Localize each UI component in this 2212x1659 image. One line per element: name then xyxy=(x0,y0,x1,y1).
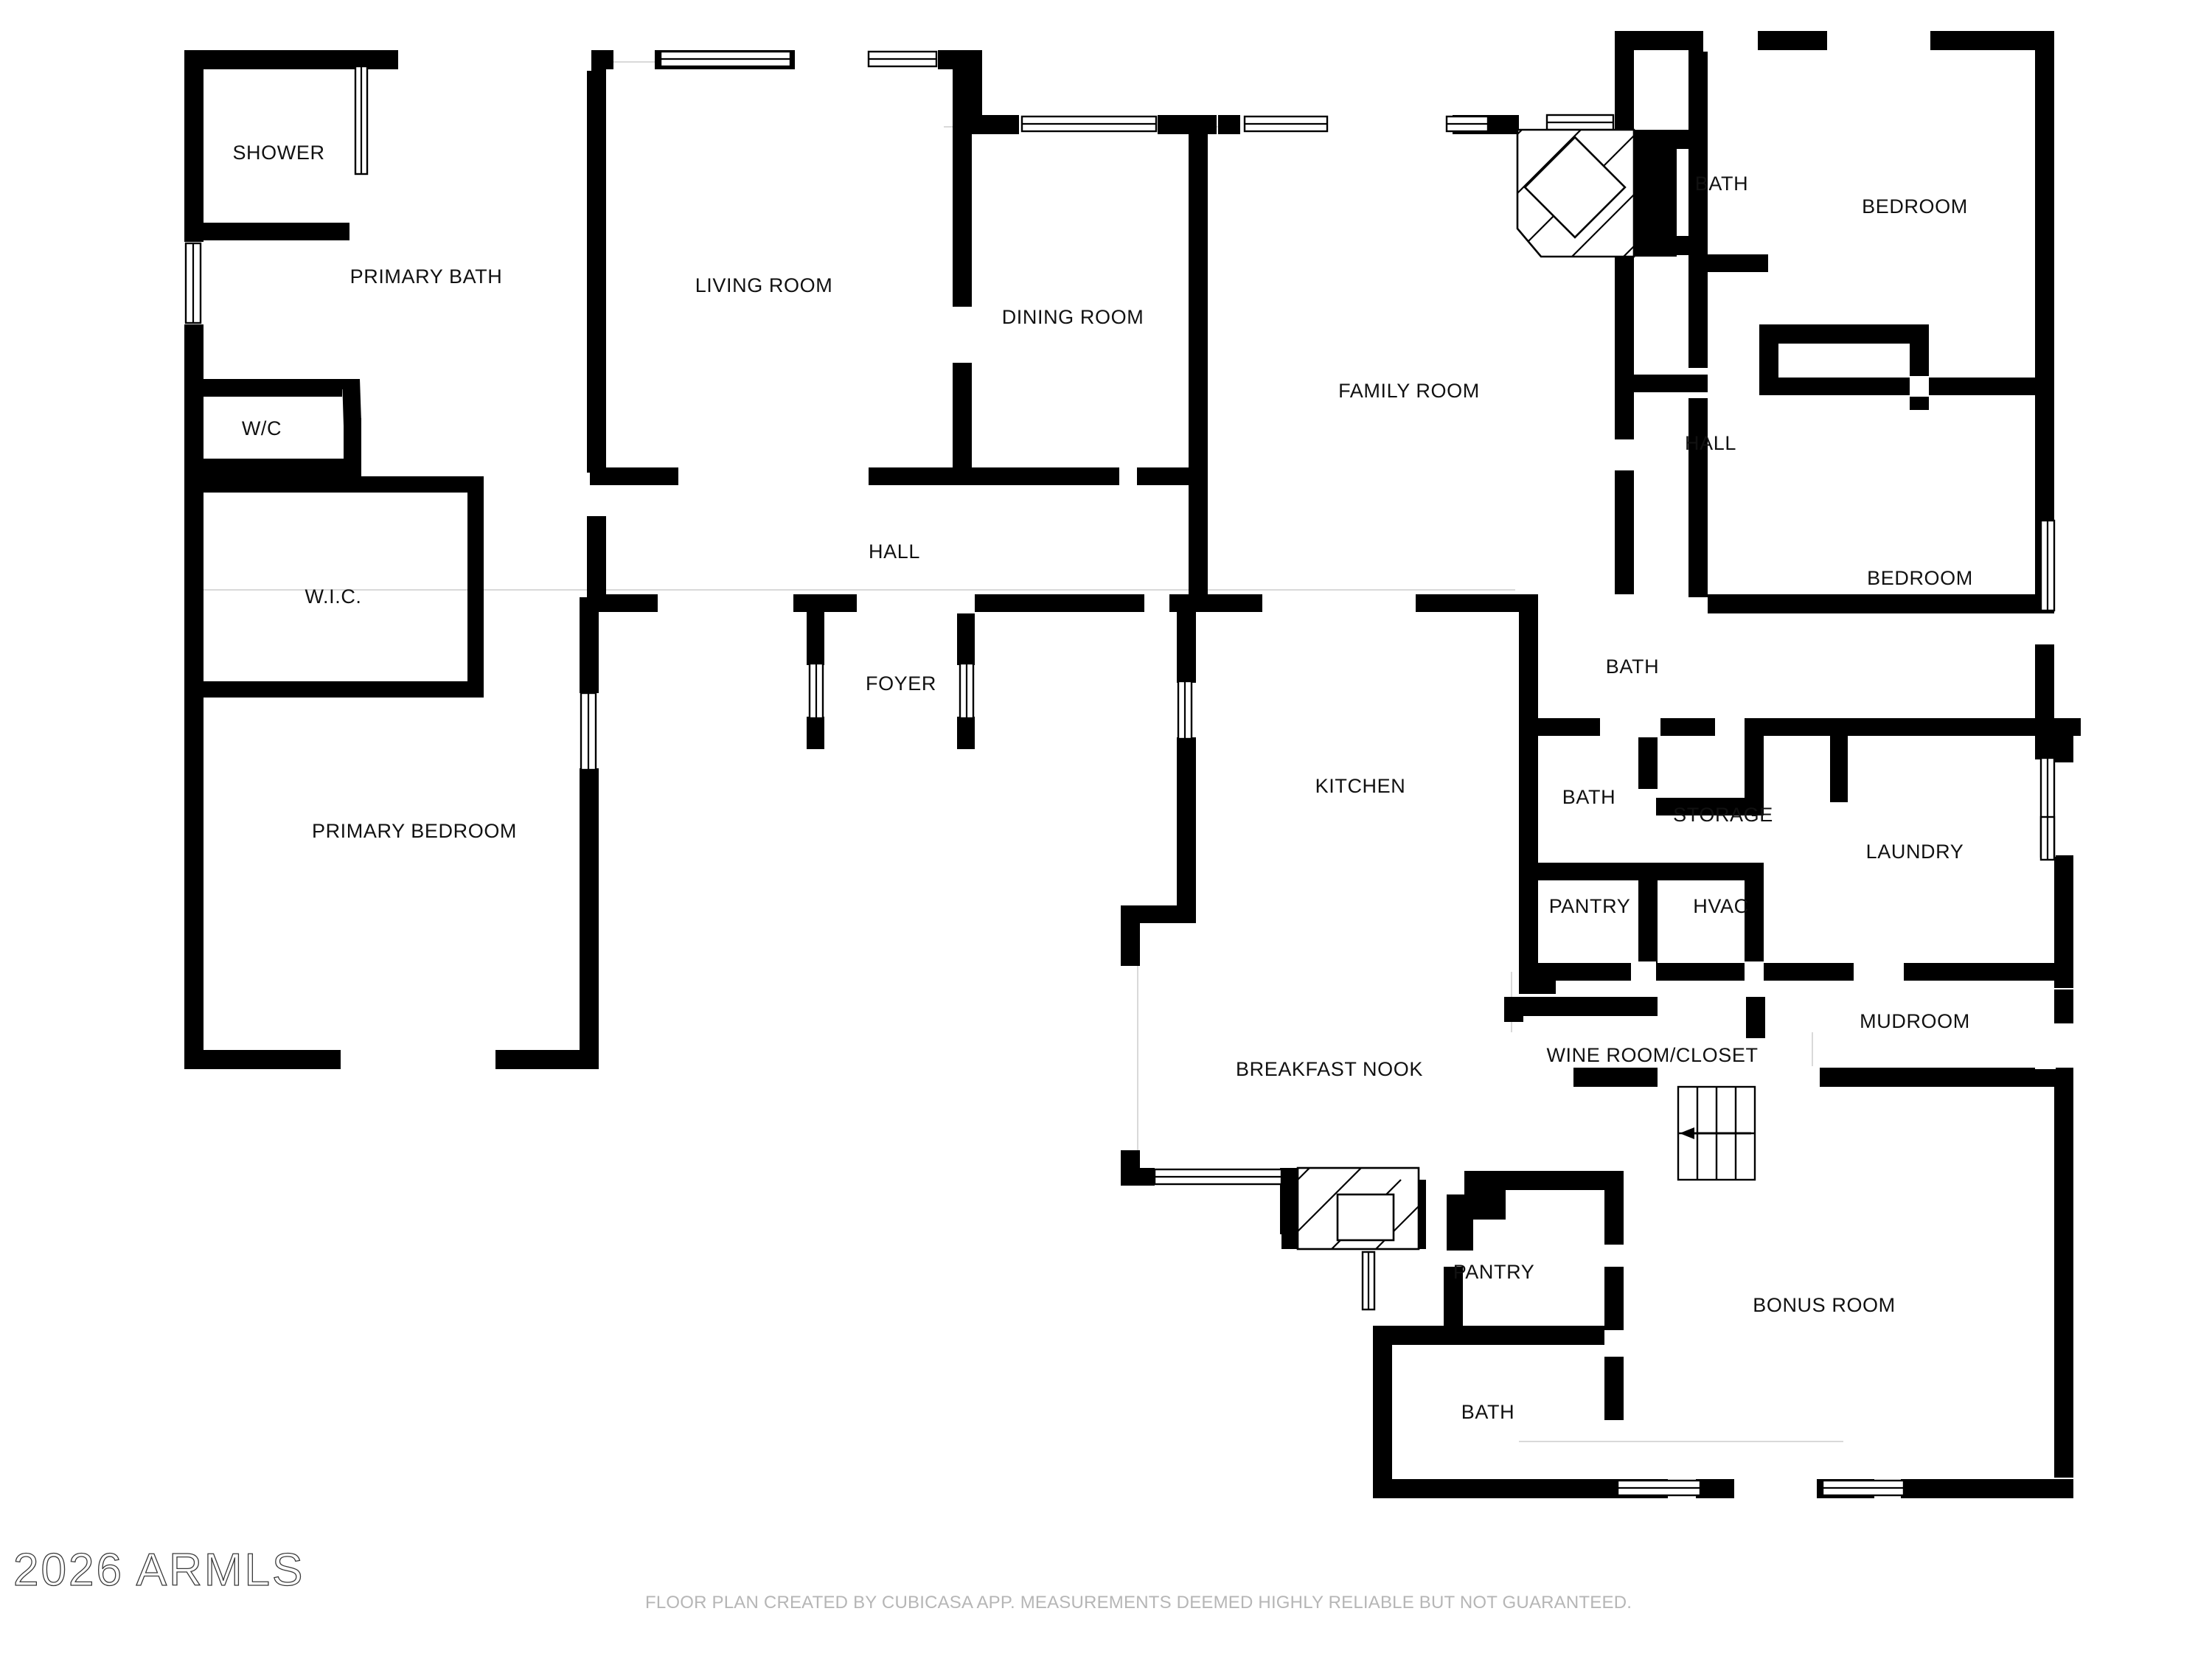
staircase xyxy=(1677,1085,1756,1181)
windows xyxy=(184,50,2056,1497)
room-label-hvac: HVAC xyxy=(1693,895,1748,917)
room-label-living-room: LIVING ROOM xyxy=(695,274,833,296)
room-label-wine-room: WINE ROOM/CLOSET xyxy=(1546,1044,1758,1066)
door-and-window-openings xyxy=(341,29,2056,1498)
fireplace-breakfast-nook xyxy=(1296,1166,1420,1251)
room-label-hall-right: HALL xyxy=(1685,432,1736,454)
room-label-storage: STORAGE xyxy=(1673,804,1773,826)
room-label-bath-small: BATH xyxy=(1562,786,1615,808)
room-label-bath-lower: BATH xyxy=(1461,1401,1514,1423)
room-label-family-room: FAMILY ROOM xyxy=(1338,380,1480,402)
stair-direction-arrow-icon xyxy=(1680,1127,1751,1139)
room-label-primary-bedroom: PRIMARY BEDROOM xyxy=(312,820,517,842)
room-label-hall-main: HALL xyxy=(869,540,920,563)
room-label-wc: W/C xyxy=(242,417,282,439)
armls-watermark: 2026 ARMLS xyxy=(13,1544,305,1596)
room-label-breakfast-nook: BREAKFAST NOOK xyxy=(1236,1058,1423,1080)
room-label-shower: SHOWER xyxy=(232,142,324,164)
room-label-wic: W.I.C. xyxy=(305,585,361,608)
room-label-foyer: FOYER xyxy=(866,672,936,695)
fireplace-family-room xyxy=(1516,128,1635,258)
room-label-bath-right: BATH xyxy=(1606,655,1659,678)
room-label-kitchen: KITCHEN xyxy=(1315,775,1406,797)
cubicasa-disclaimer: FLOOR PLAN CREATED BY CUBICASA APP. MEAS… xyxy=(645,1593,1632,1613)
room-label-primary-bath: PRIMARY BATH xyxy=(350,265,503,288)
room-label-pantry-small: PANTRY xyxy=(1549,895,1631,917)
room-label-bedroom-right: BEDROOM xyxy=(1867,567,1973,589)
room-label-laundry: LAUNDRY xyxy=(1866,841,1964,863)
room-label-bonus-room: BONUS ROOM xyxy=(1753,1294,1896,1316)
room-label-bath-upper: BATH xyxy=(1695,173,1748,195)
room-labels: SHOWER PRIMARY BATH W/C W.I.C. PRIMARY B… xyxy=(232,142,1972,1423)
room-label-bedroom-top: BEDROOM xyxy=(1862,195,1968,218)
wall-geometry xyxy=(184,31,2081,1498)
room-label-mudroom: MUDROOM xyxy=(1860,1010,1970,1032)
room-label-dining-room: DINING ROOM xyxy=(1002,306,1144,328)
room-label-pantry-lower: PANTRY xyxy=(1453,1261,1535,1283)
